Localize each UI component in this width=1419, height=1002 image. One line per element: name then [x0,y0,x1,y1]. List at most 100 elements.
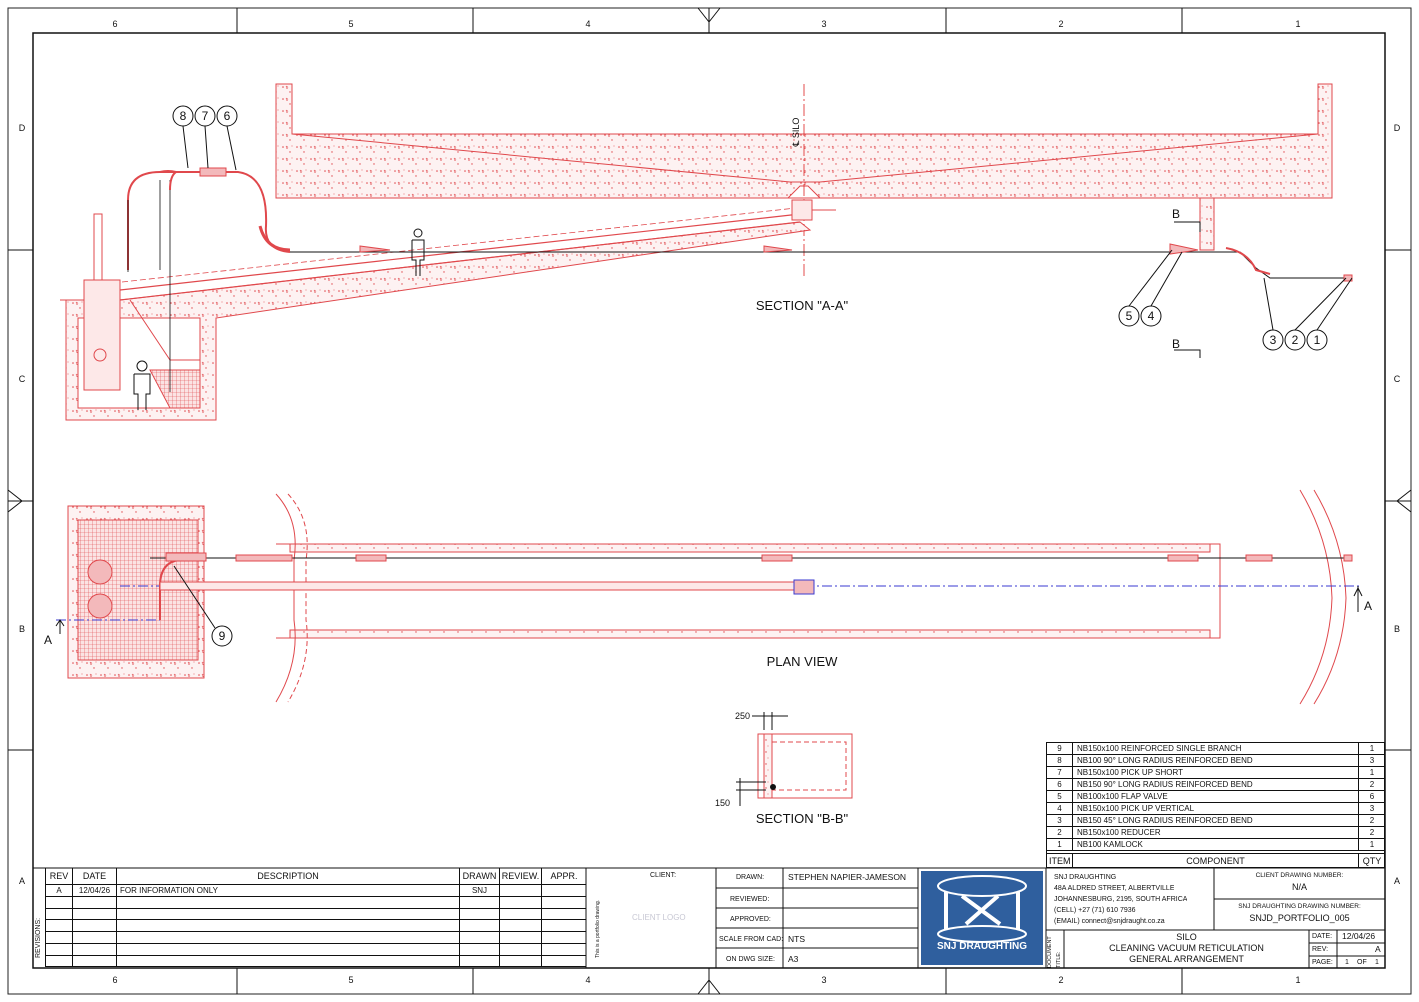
grid-col-label: 2 [1058,19,1063,29]
client-dwg-value: N/A [1291,882,1307,892]
balloon-label: 5 [1126,309,1133,323]
scale-value: NTS [788,934,805,944]
document-title-line3: GENERAL ARRANGEMENT [1129,954,1244,964]
company-name: SNJ DRAUGHTING [1054,874,1117,881]
rev-cell-date [73,920,117,933]
bom-header-component: COMPONENT [1073,853,1359,868]
grid-col-label: 2 [1058,975,1063,985]
balloon-group-top-left [172,105,238,127]
grid-col-label: 5 [348,975,353,985]
rev-header-review: REVIEW. [500,868,542,885]
rev-cell-appr [542,920,586,933]
bom-row-qty: 2 [1359,779,1385,791]
rev-cell-date [73,896,117,909]
grid-row-label: D [1394,123,1401,133]
bom-row-qty: 1 [1359,743,1385,755]
company-info: SNJ DRAUGHTING 48A ALDRED STREET, ALBERT… [1046,868,1214,930]
page-total: 1 [1375,959,1379,966]
balloon-label: 9 [219,629,226,643]
bom-header-item: ITEM [1047,853,1073,868]
rev-cell-description: FOR INFORMATION ONLY [117,885,460,897]
section-bb-title: SECTION "B-B" [756,811,849,826]
rev-cell-description [117,931,460,944]
bom-row-component: NB150x100 PICK UP SHORT [1073,767,1359,779]
rev-cell-review [500,885,542,897]
bom-row-item: 3 [1047,815,1073,827]
section-aa-title: SECTION "A-A" [756,298,849,313]
grid-col-label: 3 [821,975,826,985]
rev-header-description: DESCRIPTION [117,868,460,885]
snj-dwg-value: SNJD_PORTFOLIO_005 [1249,913,1350,923]
bom-row-item: 8 [1047,755,1073,767]
person-figure [411,228,425,276]
bom-header-qty: QTY [1359,853,1385,868]
balloon-label: 4 [1148,309,1155,323]
bom-row-qty: 3 [1359,755,1385,767]
bom-row-item: 7 [1047,767,1073,779]
drawn-value: STEPHEN NAPIER-JAMESON [788,872,907,882]
grid-col-label: 6 [112,19,117,29]
plan-view-title: PLAN VIEW [767,654,839,669]
rev-cell-drawn [460,908,500,921]
rev-cell-review [500,943,542,956]
rev-header-appr: APPR. [542,868,586,885]
rev-cell-drawn [460,955,500,968]
rev-cell-drawn: SNJ [460,885,500,897]
company-cell: (CELL) +27 (71) 610 7936 [1054,907,1136,914]
grid-col-label: 3 [821,19,826,29]
cut-b-label: B [1172,207,1180,221]
rev-cell-date [73,955,117,968]
revisions-side-label: REVISIONS: [35,917,42,958]
rev-cell-rev [45,955,73,968]
client-label: CLIENT: [650,872,677,879]
rev-cell-rev [45,943,73,956]
bom-row-component: NB100 90° LONG RADIUS REINFORCED BEND [1073,755,1359,767]
drawn-label: DRAWN: [736,874,765,881]
balloon-label: 8 [180,109,187,123]
company-email: (EMAIL) connect@snjdraught.co.za [1054,918,1165,925]
reviewed-label: REVIEWED: [730,896,770,903]
cut-b-label: B [1172,337,1180,351]
rev-cell-appr [542,885,586,897]
centering-marks [7,7,1412,995]
rev-cell-date [73,931,117,944]
rev-cell-rev [45,896,73,909]
rev-label: REV: [1312,946,1329,953]
grid-row-label: B [1394,624,1400,634]
client-logo-placeholder: CLIENT LOGO [632,913,686,922]
section-bb-view: 250 150 SECTION "B-B" [715,711,853,826]
scale-label: SCALE FROM CAD: [719,936,784,943]
page-value: 1 [1345,959,1349,966]
client-block: CLIENT: CLIENT LOGO [586,868,716,968]
plan-view: 9 A A PLAN VIEW [44,489,1372,705]
rev-cell-drawn [460,931,500,944]
grid-row-label: C [1394,374,1401,384]
rev-header-rev: REV [45,868,73,885]
balloon-label: 1 [1314,333,1321,347]
bom-row-qty: 3 [1359,803,1385,815]
balloon-label: 6 [224,109,231,123]
dimension-250: 250 [735,711,750,721]
rev-header-drawn: DRAWN [460,868,500,885]
rev-cell-review [500,920,542,933]
grid-col-label: 4 [585,19,590,29]
bom-row-component: NB150x100 REDUCER [1073,827,1359,839]
company-logo [921,871,1043,965]
drawing-numbers: CLIENT DRAWING NUMBER: N/A SNJ DRAUGHTIN… [1214,868,1385,930]
grid-labels: 6 5 4 3 2 1 6 5 4 3 2 1 D C B A D C B A [19,19,1401,985]
bom-row-component: NB100 KAMLOCK [1073,839,1359,851]
balloon-group-right [1262,329,1328,351]
rev-cell-date: 12/04/26 [73,885,117,897]
dwg-size-label: ON DWG SIZE: [726,956,775,963]
balloon-label: 7 [202,109,209,123]
rev-header-date: DATE [73,868,117,885]
snj-dwg-label: SNJ DRAUGHTING DRAWING NUMBER: [1238,903,1361,910]
rev-cell-description [117,896,460,909]
balloon-label: 3 [1270,333,1277,347]
bom-row-component: NB150x100 REINFORCED SINGLE BRANCH [1073,743,1359,755]
cut-a-label: A [44,633,52,647]
rev-cell-appr [542,955,586,968]
document-title-line2: CLEANING VACUUM RETICULATION [1109,943,1264,953]
rev-cell-rev: A [45,885,73,897]
